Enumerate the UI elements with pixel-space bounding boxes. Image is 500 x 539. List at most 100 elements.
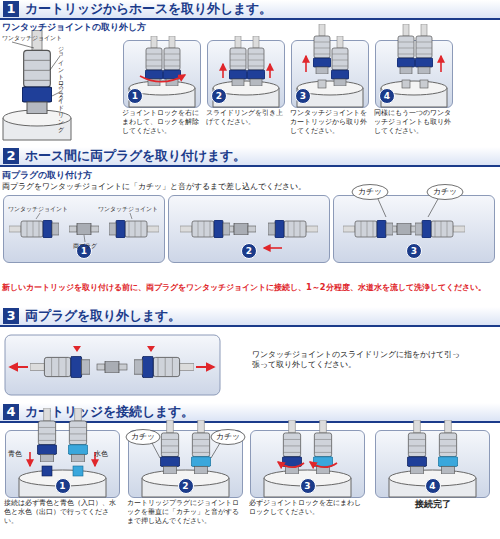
sound-bubble	[427, 185, 463, 200]
step-caption: 必ずジョイントロックを左にまわしロックしてください。	[249, 499, 366, 517]
subheading: 両プラグの取り付け方	[2, 170, 202, 181]
step-number: 2	[211, 88, 227, 104]
rotate-arrow	[140, 75, 185, 82]
outlet-nipple	[73, 466, 83, 476]
step-illustration	[5, 335, 220, 395]
double-plug	[69, 223, 99, 235]
up-arrow	[269, 64, 271, 78]
leader-line	[130, 213, 132, 219]
one-touch-joint	[343, 220, 393, 238]
cartridge-top	[19, 470, 106, 486]
step-panel: 3必ずジョイントロックを左にまわしロックしてください。	[250, 430, 365, 498]
step-number: 1	[55, 478, 71, 494]
step-number: 2	[241, 243, 257, 259]
step-number: 1	[76, 243, 92, 259]
step-illustration	[129, 36, 195, 107]
step-panel: 1接続は必ず青色と青色（入口）、水色と水色（出口）で行ってください。	[5, 430, 120, 498]
step-illustration	[19, 408, 106, 497]
step-illustration	[343, 185, 465, 239]
inlet-nipple	[42, 466, 52, 476]
cartridge-top	[297, 81, 363, 95]
step-caption: カートリッジプラグにジョイントロックを垂直に「カチッ」と音がするまで押し込んでく…	[127, 499, 244, 526]
bubble-tail	[211, 443, 220, 458]
step-number: 1	[127, 88, 143, 104]
annotation: 青色	[8, 450, 32, 458]
step-illustration	[389, 420, 476, 497]
step-number: 3	[300, 478, 316, 494]
step-caption: 同様にもう一つのワンタッチジョイントも取り外してください。	[374, 109, 454, 136]
up-arrow	[305, 56, 307, 72]
warning-note: 新しいカートリッジを取り付ける前に、両プラグをワンタッチジョイントに接続し、1～…	[2, 283, 498, 293]
leader-line	[52, 92, 60, 96]
one-touch-joint	[180, 220, 230, 238]
one-touch-joint	[68, 408, 87, 462]
one-touch-joint	[415, 220, 465, 238]
leader-line	[12, 42, 34, 48]
double-plug	[226, 223, 256, 235]
step-number: 4	[379, 88, 395, 104]
sound-bubble	[126, 430, 160, 445]
annotation: カチッ	[125, 432, 161, 441]
cartridge-top	[381, 81, 447, 95]
one-touch-joint	[134, 356, 194, 378]
step-panel: 2カートリッジプラグにジョイントロックを垂直に「カチッ」と音がするまで押し込んで…	[128, 430, 243, 498]
section-number: 3	[3, 308, 19, 324]
cartridge-body	[389, 478, 476, 497]
step-panel: 2スライドリングを引き上げてください。	[207, 40, 285, 108]
cartridge-top	[129, 81, 195, 95]
one-touch-joint	[268, 220, 318, 238]
overview-illustration	[3, 30, 71, 140]
annotation: ワンタッチジョイントのスライドリングに指をかけて引っ張って取り外してください。	[252, 350, 467, 369]
section-title: 両プラグを取り外します。	[25, 308, 181, 324]
one-touch-joint	[397, 24, 415, 74]
one-touch-joint	[407, 420, 426, 474]
one-touch-joint	[415, 24, 433, 74]
cartridge-nipple	[402, 80, 410, 88]
cartridge-top	[264, 470, 351, 486]
cartridge-body	[19, 478, 106, 497]
one-touch-joint	[313, 24, 331, 74]
section-title: カートリッジを接続します。	[25, 404, 194, 420]
section-number: 2	[3, 148, 19, 164]
step-panel: 3ワンタッチジョイントをカートリッジから取り外してください。	[291, 40, 369, 108]
step-illustration	[9, 213, 159, 242]
step-caption: ジョイントロックを右にまわして、ロックを解除してください。	[122, 109, 202, 136]
one-touch-joint	[9, 220, 59, 238]
step-caption: スライドリングを引き上げてください。	[206, 109, 286, 127]
one-touch-joint	[247, 36, 265, 86]
step-panel: 4同様にもう一つのワンタッチジョイントも取り外してください。	[375, 40, 453, 108]
pointer-mark	[73, 346, 81, 352]
step-illustration	[381, 24, 447, 107]
one-touch-joint	[282, 420, 301, 474]
one-touch-joint	[160, 420, 179, 474]
cartridge-body	[142, 478, 229, 497]
cartridge-top	[142, 470, 229, 486]
cartridge-body	[213, 88, 279, 107]
section-number: 4	[3, 404, 19, 420]
step-illustration	[297, 24, 363, 107]
one-touch-joint	[191, 420, 210, 474]
annotation: ワンタッチジョイント	[98, 205, 168, 212]
cartridge-body	[264, 478, 351, 497]
part-label: スライドリング	[58, 80, 65, 129]
section-number: 1	[3, 1, 19, 17]
step-illustration	[126, 420, 245, 497]
one-touch-joint	[22, 30, 52, 113]
step-panel: 1ジョイントロックを右にまわして、ロックを解除してください。	[123, 40, 201, 108]
annotation: ワンタッチジョイント	[2, 34, 62, 41]
section-header: 4 カートリッジを接続します。	[0, 403, 500, 423]
step-number: 3	[295, 88, 311, 104]
cartridge-top	[389, 470, 476, 486]
step-panel: 2	[168, 195, 330, 263]
leader-line	[50, 56, 60, 70]
annotation: 両プラグをワンタッチジョイントに「カチッ」と音がするまで差し込んでください。	[2, 182, 498, 191]
annotation: カチッ	[352, 187, 388, 196]
step-caption: ワンタッチジョイントをカートリッジから取り外してください。	[290, 109, 370, 136]
cartridge-nipple	[318, 80, 326, 88]
up-arrow	[440, 56, 442, 72]
cartridge-body	[381, 88, 447, 107]
one-touch-joint	[145, 36, 163, 86]
step-panel: 1	[3, 195, 165, 263]
